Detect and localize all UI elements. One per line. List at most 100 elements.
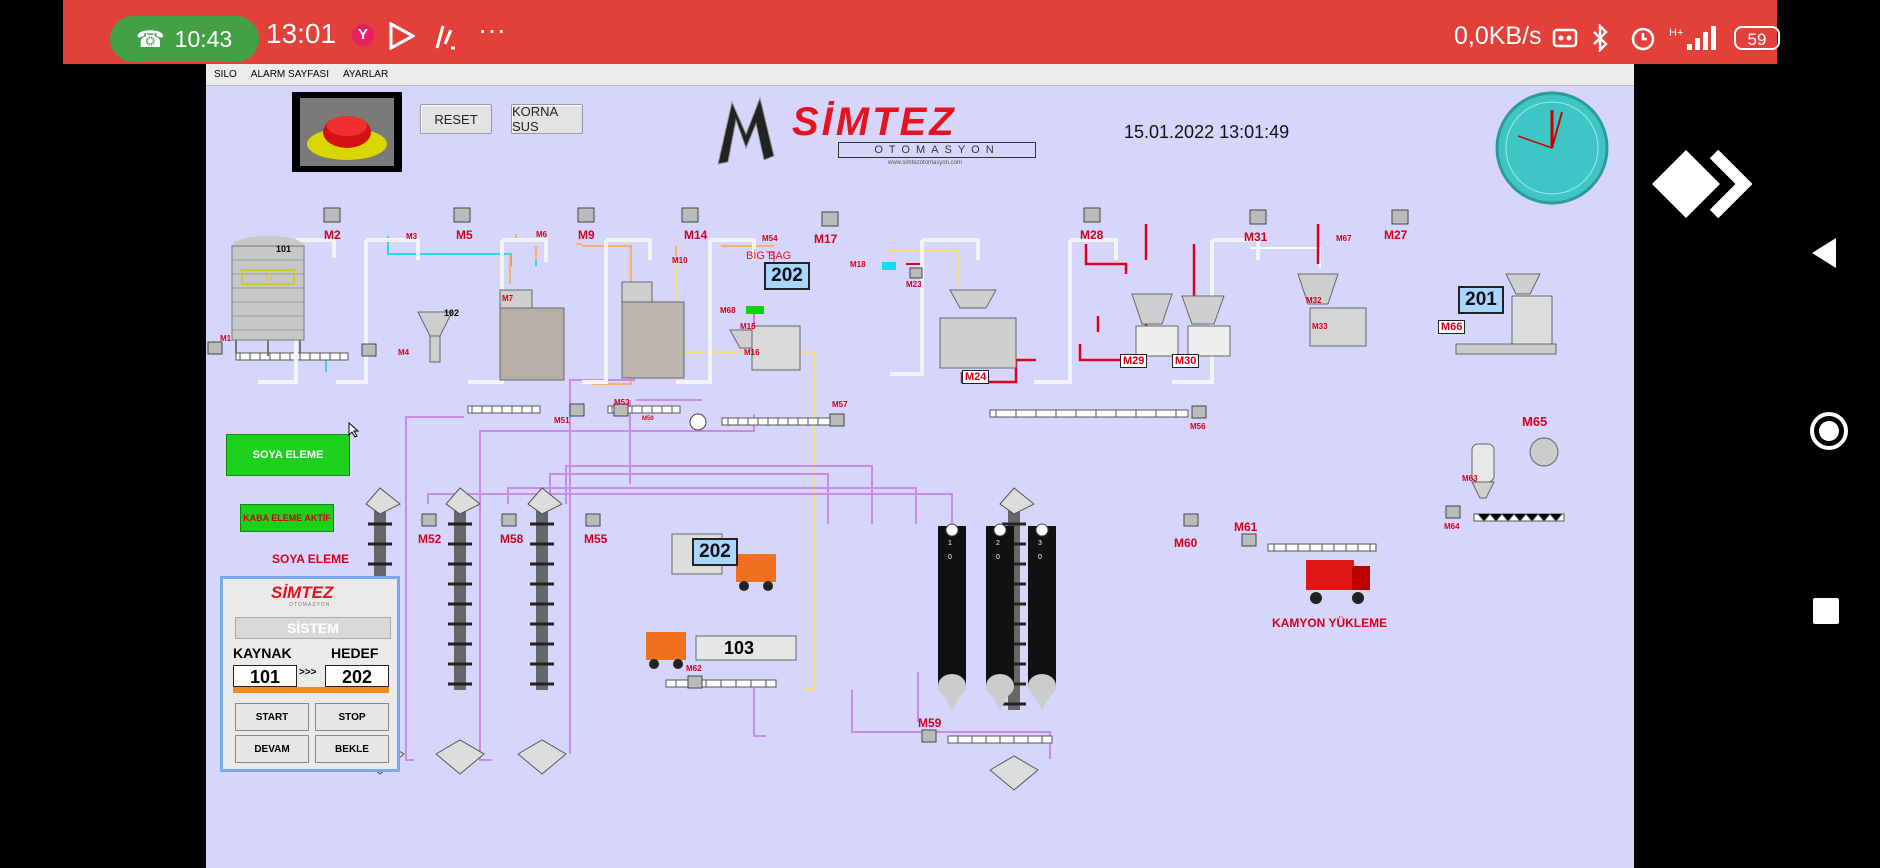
hedef-field[interactable]: 202 <box>325 665 389 687</box>
motor-label-m30: M30 <box>1172 354 1200 368</box>
android-nav-bar <box>1634 64 1880 868</box>
devam-button[interactable]: DEVAM <box>235 735 309 763</box>
motor-label-m1: M1 <box>220 334 232 343</box>
motor-label-m31: M31 <box>1244 230 1268 244</box>
motor-label-m57: M57 <box>832 400 848 409</box>
alarm-clock-icon <box>1631 27 1655 51</box>
hmi-datetime: 15.01.2022 13:01:49 <box>1124 122 1290 142</box>
motor-label-m50: M50 <box>642 416 654 422</box>
motor-label-m62: M62 <box>686 664 702 673</box>
motor-label-m14: M14 <box>684 228 708 242</box>
stop-button[interactable]: STOP <box>315 703 389 731</box>
brand-sub: OTOMASYON <box>838 142 1036 158</box>
motor-label-m17: M17 <box>814 232 838 246</box>
silo-tag-1: 1 <box>948 540 952 547</box>
back-icon[interactable] <box>1810 236 1840 270</box>
brand-name: SİMTEZ <box>792 100 957 144</box>
motor-label-m64: M64 <box>1444 522 1460 531</box>
menu-item-silo[interactable]: SILO <box>214 69 237 80</box>
motor-label-m23: M23 <box>906 280 922 289</box>
kaba-eleme-active-button[interactable]: KABA ELEME AKTİF <box>240 504 334 532</box>
start-button[interactable]: START <box>235 703 309 731</box>
hedef-label: HEDEF <box>331 645 379 661</box>
motor-label-m4: M4 <box>398 348 410 357</box>
notification-icon <box>435 25 455 50</box>
more-notifications-icon: ··· <box>478 14 506 45</box>
brand-url: www.simtezotomasyon.com <box>888 160 963 166</box>
motor-label-m33: M33 <box>1312 322 1328 331</box>
motor-label-m10: M10 <box>672 256 688 265</box>
target-box-202-top: 202 <box>764 262 810 290</box>
motor-label-m63: M63 <box>1462 474 1478 483</box>
process-diagram <box>207 207 1565 791</box>
motor-label-m67: M67 <box>1336 234 1352 243</box>
app-y-icon: Y <box>352 24 374 46</box>
status-bar: ☎ 10:43 13:01 Y ··· 0,0KB/s H+ 59 <box>63 0 1780 64</box>
silo-value-3: 0 <box>1038 554 1042 561</box>
motor-label-m28: M28 <box>1080 228 1104 242</box>
elevators-top <box>258 238 1260 384</box>
motor-label-m7: M7 <box>502 294 514 303</box>
motor-label-m54: M54 <box>762 234 778 243</box>
network-type: H+ <box>1669 27 1684 39</box>
motor-label-m66: M66 <box>1438 320 1466 334</box>
motor-label-m65: M65 <box>1522 414 1548 429</box>
silo-101-label: 101 <box>276 244 292 254</box>
pipe-orange-2 <box>675 245 774 260</box>
bluetooth-icon <box>1593 24 1608 52</box>
silo-value-2: 0 <box>996 554 1000 561</box>
motor-label-m18: M18 <box>850 260 866 269</box>
reset-button[interactable]: RESET <box>420 104 492 134</box>
silo-tag-2: 2 <box>996 540 1000 547</box>
motor-label-m29: M29 <box>1120 354 1148 368</box>
pipe-yellow-2 <box>888 249 959 286</box>
motor-boxes <box>207 207 1461 743</box>
pipe-red-2 <box>1078 224 1320 362</box>
silo-value-1: 0 <box>948 554 952 561</box>
motor-label-m55: M55 <box>584 532 608 546</box>
motor-label-m68: M68 <box>720 306 736 315</box>
recents-icon[interactable] <box>1813 598 1839 624</box>
conveyor-ticks <box>239 353 1563 743</box>
motor-label-m3: M3 <box>406 232 418 241</box>
bin-102-label: 102 <box>444 308 460 318</box>
truck-loading-label: KAMYON YÜKLEME <box>1272 616 1388 630</box>
analog-clock-icon <box>1495 91 1609 205</box>
tank-103-label: 103 <box>724 638 755 658</box>
play-store-icon <box>389 22 415 50</box>
motor-label-m16: M16 <box>744 348 760 357</box>
status-clock: 13:01 <box>266 18 337 49</box>
conveyors <box>235 352 1565 744</box>
emergency-stop-icon <box>300 98 394 166</box>
cyan-indicator <box>882 262 896 270</box>
soya-eleme-label: SOYA ELEME <box>272 552 350 566</box>
ongoing-call-pill[interactable]: ☎ 10:43 <box>110 16 259 62</box>
phone-icon: ☎ <box>136 25 165 52</box>
hmi-menu-bar: SILO ALARM SAYFASI AYARLAR <box>206 64 1634 86</box>
silo-101-graphic <box>231 236 305 356</box>
menu-item-settings[interactable]: AYARLAR <box>342 69 389 80</box>
target-box-201: 201 <box>1458 286 1504 314</box>
motor-label-m56: M56 <box>1190 422 1206 431</box>
motor-label-m60: M60 <box>1174 536 1198 550</box>
green-indicator <box>746 306 764 314</box>
soya-eleme-button[interactable]: SOYA ELEME <box>226 434 350 476</box>
motor-label-m27: M27 <box>1384 228 1408 242</box>
motor-label-m53: M53 <box>614 398 630 407</box>
simtez-m-logo-icon <box>717 96 775 165</box>
vehicles <box>646 533 1370 669</box>
source-target-arrow: >>> <box>299 667 317 678</box>
panel-logo: SİMTEZ <box>271 583 334 602</box>
pipe-white <box>1250 247 1321 268</box>
bekle-button[interactable]: BEKLE <box>315 735 389 763</box>
menu-item-alarm[interactable]: ALARM SAYFASI <box>250 69 329 80</box>
mouse-cursor-icon <box>348 422 360 438</box>
battery-indicator: 59 <box>1734 26 1780 50</box>
home-icon[interactable] <box>1808 410 1850 452</box>
signal-icon <box>1687 26 1716 50</box>
horn-silence-button[interactable]: KORNA SUS <box>511 104 583 134</box>
kaynak-field[interactable]: 101 <box>233 665 297 687</box>
system-control-panel: SİMTEZ OTOMASYON SİSTEM KAYNAK HEDEF 101… <box>220 576 400 772</box>
emergency-stop-button[interactable] <box>292 92 402 172</box>
target-box-202-lower: 202 <box>692 538 738 566</box>
